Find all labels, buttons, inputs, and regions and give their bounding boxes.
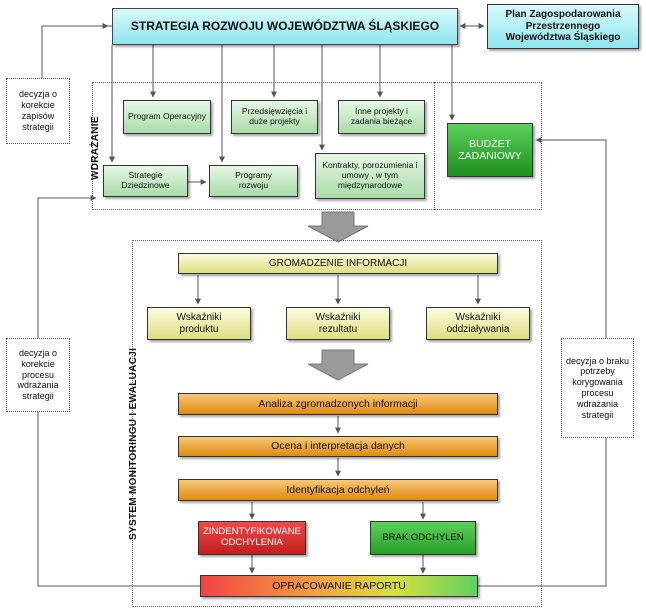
result-indicators-box[interactable]: Wskaźniki rezultatu: [286, 307, 390, 340]
strategy-box[interactable]: STRATEGIA ROZWOJU WOJEWÓDZTWA ŚLĄSKIEGO: [112, 8, 458, 45]
product-indicators-box[interactable]: Wskaźniki produktu: [147, 307, 251, 340]
development-programs-box[interactable]: Programy rozwoju: [209, 165, 298, 197]
impact-indicators-box[interactable]: Wskaźniki oddziaływania: [426, 307, 530, 340]
note-no-correction: decyzja o braku potrzeby korygowania pro…: [561, 338, 634, 438]
implementation-label: WDRAŻANIE: [90, 116, 101, 180]
large-projects-box[interactable]: Przedsięwzięcia i duże projekty: [231, 100, 318, 134]
deviation-identification-box[interactable]: Identyfikacja odchyleń: [178, 479, 498, 501]
operational-program-box[interactable]: Program Operacyjny: [123, 100, 211, 134]
analysis-box[interactable]: Analiza zgromadzonych informacji: [178, 393, 498, 415]
other-projects-box[interactable]: Inne projekty i zadania bieżące: [338, 100, 425, 134]
report-box[interactable]: OPRACOWANIE RAPORTU: [200, 575, 478, 597]
spatial-plan-box[interactable]: Plan Zagospodarowania Przestrzennego Woj…: [487, 4, 639, 49]
implementation-area: [92, 82, 542, 210]
task-budget-box[interactable]: BUDŻET ZADANIOWY: [447, 123, 533, 177]
contracts-box[interactable]: Kontrakty, porozumienia i umowy , w tym …: [315, 153, 425, 199]
note-correct-process: decyzja o korekcie procesu wdrażania str…: [6, 338, 70, 412]
domain-strategies-box[interactable]: Strategie Dziedzinowe: [103, 165, 188, 197]
monitoring-label: SYSTEM MONITORINGU I EWALUACJI: [128, 347, 139, 540]
no-deviations-box[interactable]: BRAK ODCHYLEŃ: [370, 521, 476, 555]
information-gathering-box[interactable]: GROMADZENIE INFORMACJI: [178, 253, 498, 274]
monitoring-area: [132, 240, 542, 607]
note-correct-records: decyzja o korekcie zapisów strategii: [6, 78, 70, 144]
evaluation-box[interactable]: Ocena i interpretacja danych: [178, 436, 498, 457]
budget-divider: [434, 82, 435, 210]
identified-deviations-box[interactable]: ZINDENTYFIKOWANE ODCHYLENIA: [198, 521, 306, 555]
